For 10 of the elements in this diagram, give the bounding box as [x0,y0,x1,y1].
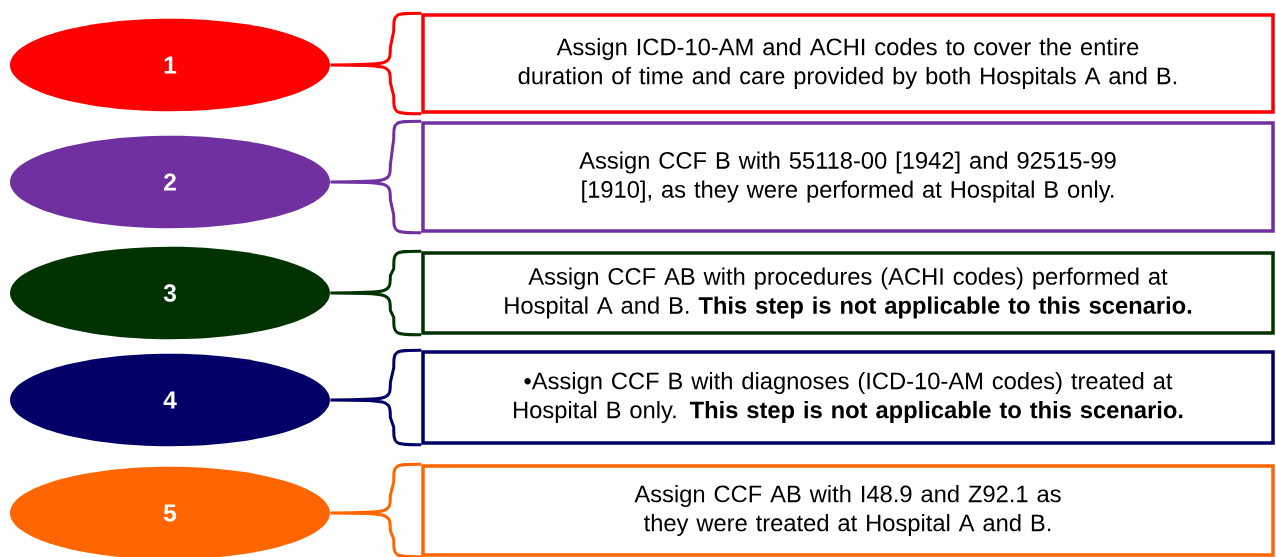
brace-connector [328,348,423,447]
step-box: Assign CCF AB with I48.9 and Z92.1 as they were treated at Hospital A and B. [421,464,1275,557]
step-box: Assign CCF AB with procedures (ACHI codes) performed at Hospital A and B. This step is not applicable to this scenario. [421,251,1275,335]
step-box: Assign ICD-10-AM and ACHI codes to cover the entire duration of time and care provided by both Hospitals A and B. [421,13,1275,114]
brace-connector [328,249,423,337]
step-box: Assign CCF B with 55118-00 [1942] and 92515-99 [1910], as they were performed at Hospital B only. [421,121,1275,233]
step-box: •Assign CCF B with diagnoses (ICD-10-AM codes) treated at Hospital B only. This step is not applicable to this scenario. [421,350,1275,445]
brace-connector [328,119,423,235]
brace-connector [328,11,423,116]
brace-connector [328,462,423,557]
